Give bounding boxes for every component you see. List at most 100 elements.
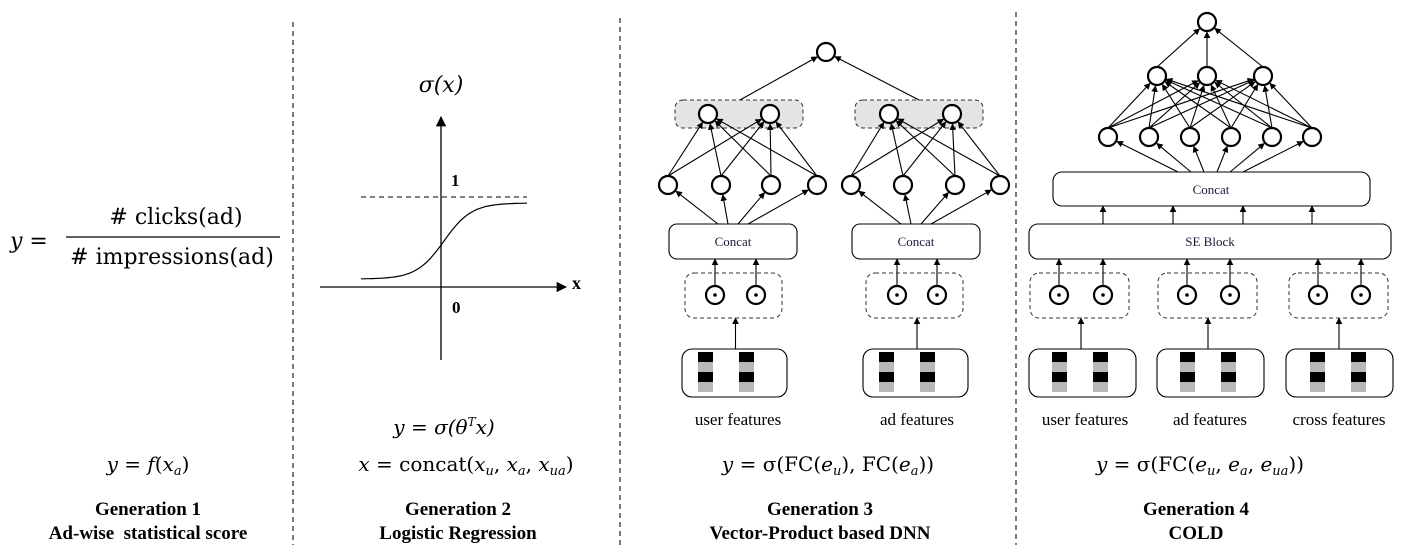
concat-to-hidden-arrow bbox=[747, 189, 809, 225]
gen3-user-feature-box bbox=[681, 348, 788, 398]
generation-2-panel: σ(x) x 1 0 y = σ(θTx) x = concat(xu, xa,… bbox=[320, 73, 581, 544]
first-hidden-node bbox=[1301, 126, 1323, 148]
embedding-bar-light-cell bbox=[1221, 362, 1236, 372]
concat-to-hidden-arrow bbox=[720, 194, 729, 225]
embedding-bar-dark-cell bbox=[1052, 372, 1067, 382]
gen1-lhs: y = bbox=[9, 229, 48, 254]
embedding-bar-light-cell bbox=[1052, 362, 1067, 372]
embedding-bar-dark-cell bbox=[739, 372, 754, 382]
first-hidden-node bbox=[1138, 126, 1160, 148]
product-dot-icon bbox=[1316, 293, 1320, 297]
embedding-bar-light-cell bbox=[920, 382, 935, 392]
gen3-user-output-group bbox=[674, 99, 804, 129]
embedding-bar-light-cell bbox=[879, 362, 894, 372]
embedding-bar-dark-cell bbox=[698, 372, 713, 382]
concat-to-hidden-arrow bbox=[930, 189, 992, 225]
hidden-node bbox=[760, 174, 782, 196]
embedding-bar-light-cell bbox=[1351, 382, 1366, 392]
second-hidden-node bbox=[1146, 65, 1168, 87]
gen4-user-embedding-group bbox=[1029, 272, 1130, 319]
embedding-bar-light-cell bbox=[1093, 382, 1108, 392]
embedding-bar-light-cell bbox=[1310, 362, 1325, 372]
hidden-node bbox=[944, 174, 966, 196]
hidden-node bbox=[892, 174, 914, 196]
embedding-bar-dark-cell bbox=[920, 352, 935, 362]
gen4-concat-label: Concat bbox=[1193, 182, 1230, 197]
gen4-concat-box bbox=[1052, 171, 1371, 207]
gen1-subtitle: Ad-wise statistical score bbox=[49, 523, 248, 544]
embedding-bar-light-cell bbox=[879, 382, 894, 392]
embedding-bar-light-cell bbox=[739, 362, 754, 372]
embedding-bar-light-cell bbox=[1180, 382, 1195, 392]
mid-to-output-arrow bbox=[1156, 28, 1201, 68]
hidden-to-mid-arrow bbox=[1161, 83, 1191, 129]
hidden-to-mid-arrow bbox=[1165, 79, 1273, 129]
tower-output-node bbox=[759, 103, 781, 125]
hidden-node bbox=[989, 174, 1011, 196]
concat-to-hidden-arrow bbox=[1116, 140, 1179, 173]
tick-zero-label: 0 bbox=[452, 298, 461, 317]
hidden-node bbox=[806, 174, 828, 196]
gen2-title: Generation 2 bbox=[405, 499, 511, 520]
output-node bbox=[1196, 11, 1218, 33]
embedding-bar-dark-cell bbox=[1052, 352, 1067, 362]
hidden-to-group-arrow bbox=[897, 118, 1001, 177]
embedding-bar-dark-cell bbox=[920, 372, 935, 382]
gen3-user-concat-label: Concat bbox=[715, 234, 752, 249]
sigmoid-curve bbox=[361, 202, 527, 280]
embedding-bar-dark-cell bbox=[1093, 372, 1108, 382]
embedding-bar-dark-cell bbox=[1180, 372, 1195, 382]
embedding-bar-dark-cell bbox=[698, 352, 713, 362]
tower-output-node bbox=[878, 103, 900, 125]
hidden-to-group-arrow bbox=[957, 121, 1001, 177]
product-dot-icon bbox=[1101, 293, 1105, 297]
hidden-to-mid-arrow bbox=[1164, 81, 1232, 129]
gen3-ad-embedding-group bbox=[865, 272, 964, 319]
hidden-to-group-arrow bbox=[667, 121, 704, 177]
mid-to-output-arrow bbox=[1214, 27, 1264, 68]
hidden-to-mid-arrow bbox=[1148, 85, 1158, 129]
gen4-formula: y = σ(FC(eu, ea, eua)) bbox=[1095, 452, 1304, 479]
hidden-to-mid-arrow bbox=[1165, 77, 1313, 129]
product-dot-icon bbox=[713, 293, 717, 297]
hidden-to-group-arrow bbox=[708, 123, 722, 177]
embedding-bar-dark-cell bbox=[739, 352, 754, 362]
gen2-formula-line2: x = concat(xu, xa, xua) bbox=[358, 452, 573, 479]
gen3-ad-feature-box bbox=[862, 348, 969, 398]
product-dot-icon bbox=[1185, 293, 1189, 297]
gen2-subtitle: Logistic Regression bbox=[379, 523, 537, 544]
gen4-ad-feature-box bbox=[1156, 348, 1265, 398]
embedding-bar-light-cell bbox=[1180, 362, 1195, 372]
generation-3-panel: Concat Concat user features ad features … bbox=[667, 56, 1001, 544]
product-dot-icon bbox=[1359, 293, 1363, 297]
hidden-to-mid-arrow bbox=[1269, 82, 1313, 129]
gen4-user-features-label: user features bbox=[1042, 410, 1128, 429]
embedding-bar-light-cell bbox=[920, 362, 935, 372]
hidden-to-group-arrow bbox=[775, 121, 818, 177]
embedding-bar-light-cell bbox=[739, 382, 754, 392]
gen4-ad-embedding-group bbox=[1157, 272, 1258, 319]
hidden-to-mid-arrow bbox=[1189, 81, 1256, 129]
hidden-to-mid-arrow bbox=[1148, 82, 1201, 129]
tower-output-node bbox=[941, 103, 963, 125]
gen3-subtitle: Vector-Product based DNN bbox=[710, 523, 931, 544]
gen3-formula: y = σ(FC(eu), FC(ea)) bbox=[721, 452, 934, 479]
concat-to-hidden-arrow bbox=[1216, 145, 1229, 173]
x-axis-label: x bbox=[572, 273, 581, 293]
concat-to-hidden-arrow bbox=[1192, 145, 1205, 173]
product-dot-icon bbox=[895, 293, 899, 297]
gen3-title: Generation 3 bbox=[767, 499, 873, 520]
sigma-axis-label: σ(x) bbox=[419, 73, 464, 98]
embedding-bar-dark-cell bbox=[1351, 372, 1366, 382]
hidden-to-mid-arrow bbox=[1210, 84, 1232, 129]
gen2-formula-line1: y = σ(θTx) bbox=[392, 415, 494, 439]
embedding-bar-dark-cell bbox=[1221, 352, 1236, 362]
first-hidden-node bbox=[1220, 126, 1242, 148]
hidden-to-mid-arrow bbox=[1107, 82, 1151, 129]
group-to-output-arrow bbox=[834, 56, 920, 101]
embedding-bar-dark-cell bbox=[1093, 352, 1108, 362]
embedding-bar-dark-cell bbox=[1351, 352, 1366, 362]
embedding-bar-light-cell bbox=[1052, 382, 1067, 392]
hidden-to-group-arrow bbox=[889, 123, 904, 177]
embedding-bar-dark-cell bbox=[1180, 352, 1195, 362]
